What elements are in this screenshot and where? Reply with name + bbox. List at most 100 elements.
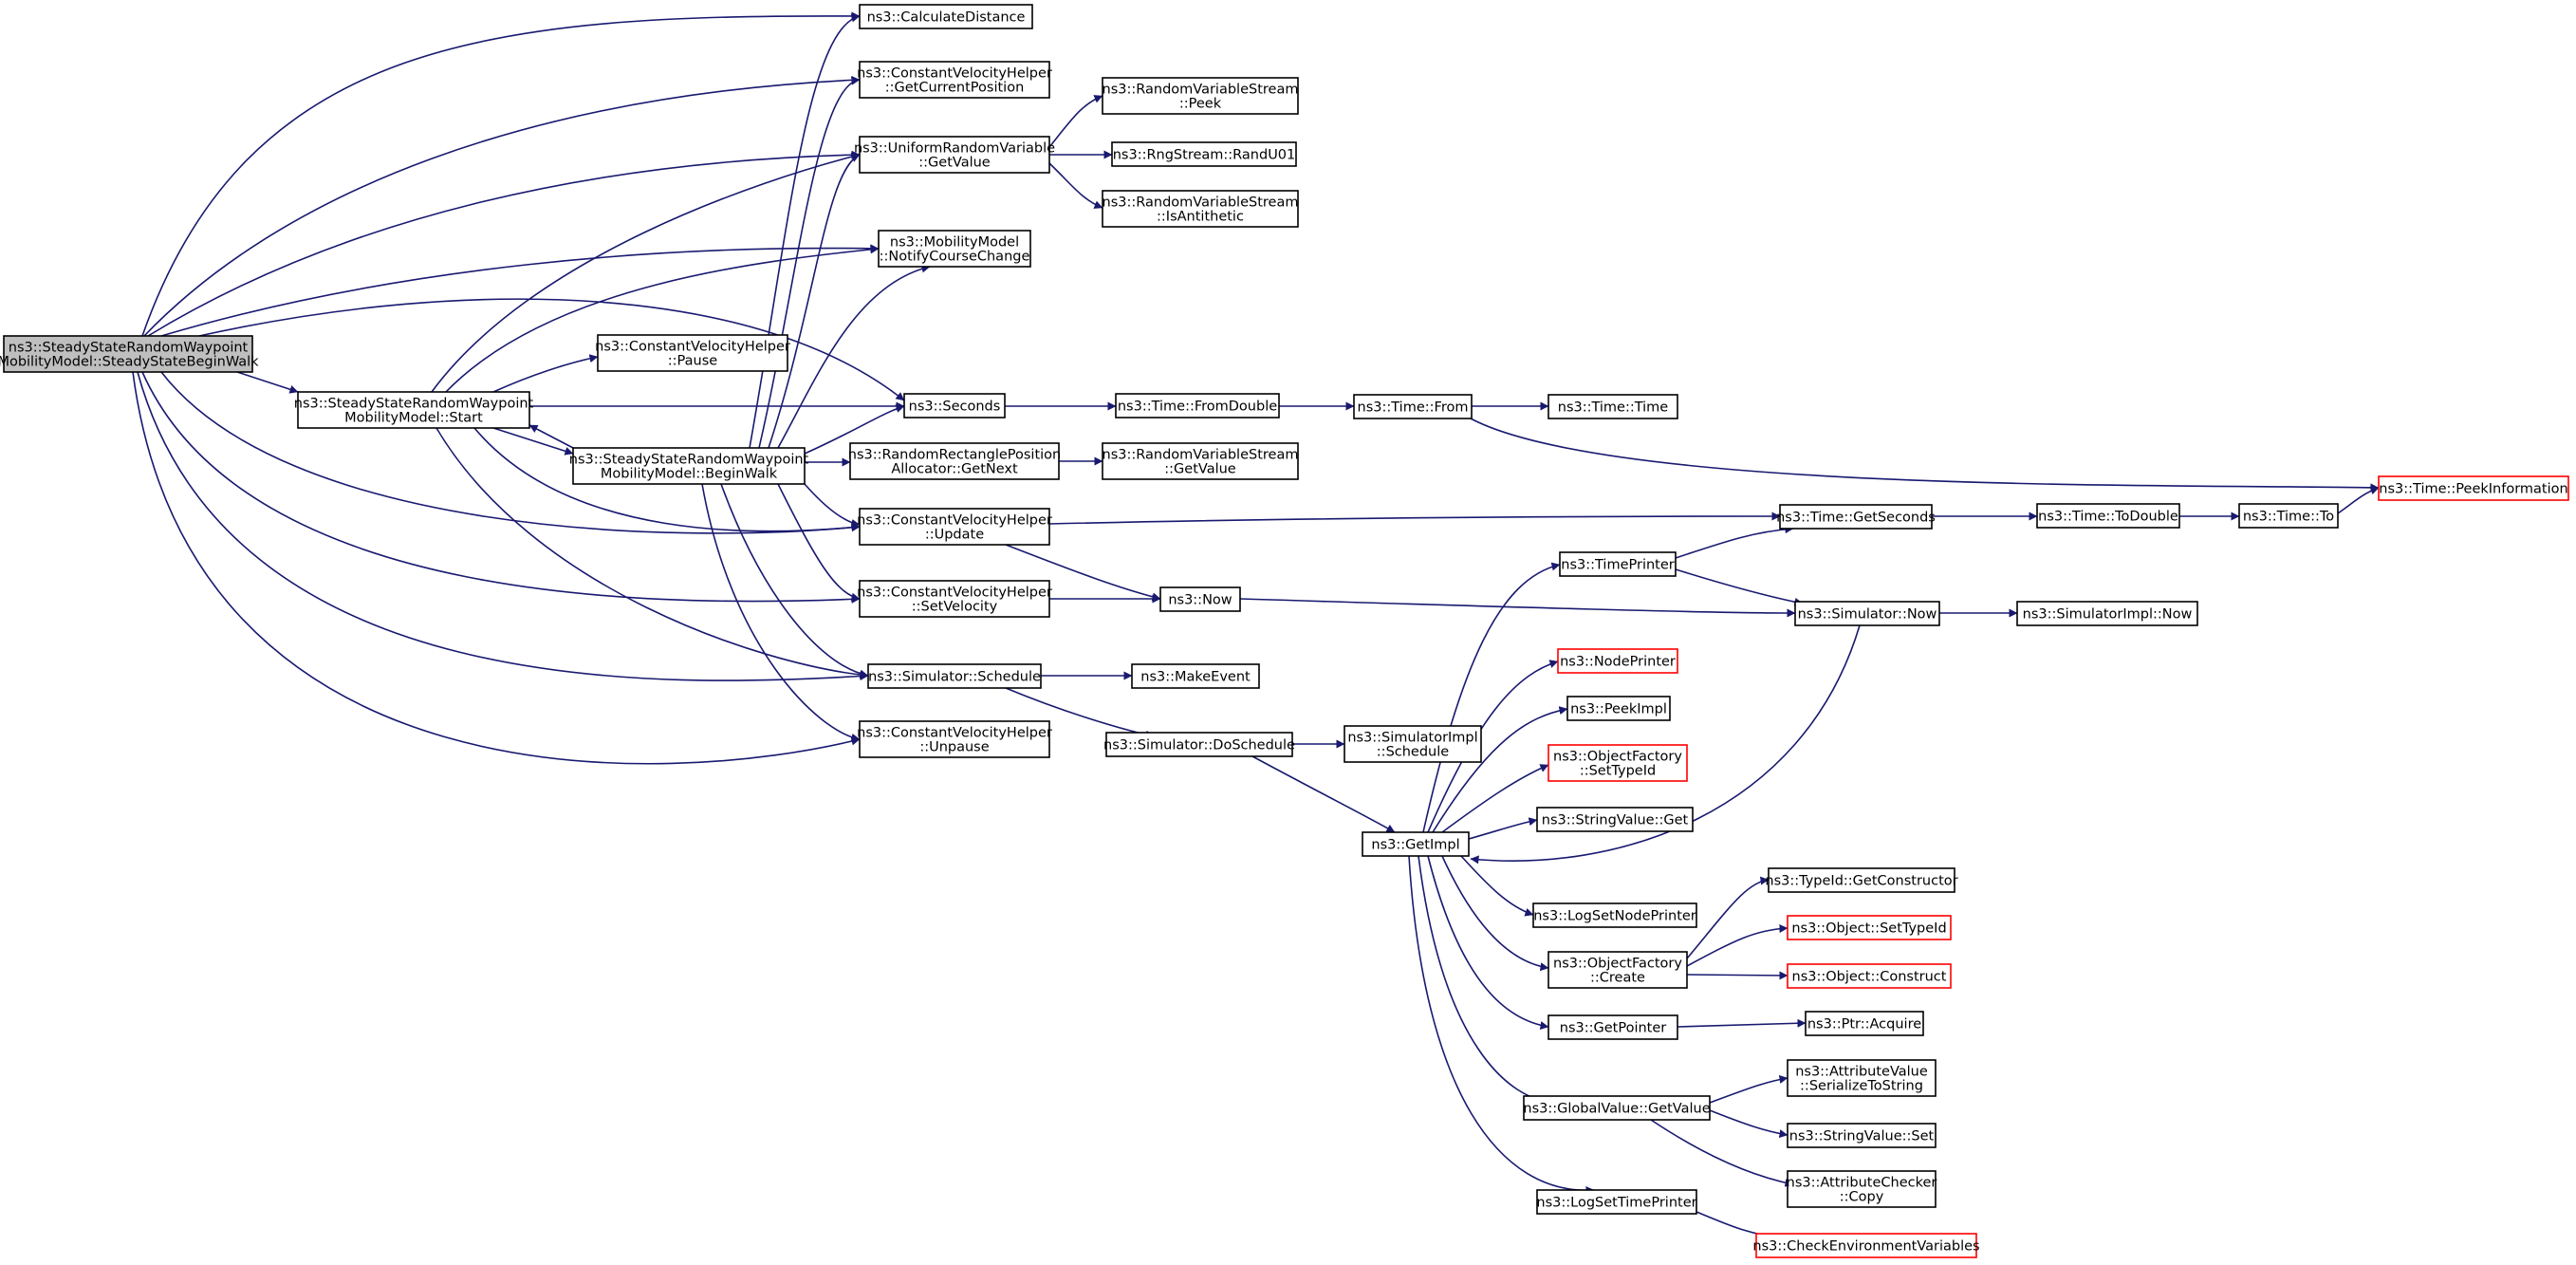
edge-line [473, 427, 861, 532]
node-ac-copy[interactable]: ns3::AttributeChecker::Copy [1787, 1170, 1937, 1208]
node-of-create[interactable]: ns3::ObjectFactory::Create [1547, 951, 1688, 989]
node-rvs-isanti[interactable]: ns3::RandomVariableStream::IsAntithetic [1102, 190, 1299, 228]
node-start[interactable]: ns3::SteadyStateRandomWaypointMobilityMo… [294, 391, 534, 429]
node-time-fromdouble[interactable]: ns3::Time::FromDouble [1115, 393, 1280, 419]
edge-line [1422, 562, 1561, 833]
edge-line [1048, 512, 1781, 525]
node-peekimpl[interactable]: ns3::PeekImpl [1566, 696, 1671, 721]
node-box [2016, 601, 2198, 626]
node-sim-schedule[interactable]: ns3::Simulator::Schedule [867, 663, 1042, 689]
edge-beginwalk-to-start [528, 424, 574, 449]
node-box [2036, 503, 2180, 529]
edge-root-to-calcdist [141, 11, 861, 337]
node-box [1547, 744, 1688, 782]
node-cvh-setvel[interactable]: ns3::ConstantVelocityHelper::SetVelocity [857, 580, 1052, 618]
node-rvs-peek[interactable]: ns3::RandomVariableStream::Peek [1102, 77, 1299, 115]
node-label-line: ns3::AttributeChecker [1787, 1176, 1937, 1191]
edge-line [804, 404, 905, 455]
node-label-line: ns3::ConstantVelocityHelper [857, 513, 1052, 529]
edge-layer [132, 11, 2380, 1242]
node-sv-set[interactable]: ns3::StringValue::Set [1787, 1123, 1937, 1148]
node-calcdist[interactable]: ns3::CalculateDistance [859, 4, 1033, 29]
node-makeevent[interactable]: ns3::MakeEvent [1131, 663, 1260, 689]
node-box [1115, 393, 1280, 419]
node-time-time[interactable]: ns3::Time::Time [1547, 394, 1678, 419]
node-label-line: ns3::PeekImpl [1570, 702, 1667, 717]
edge-line [1460, 855, 1534, 917]
node-typeid-getctor[interactable]: ns3::TypeId::GetConstructor [1765, 867, 1958, 893]
edge-root-to-cvh_getpos [143, 75, 861, 337]
node-label-line: ns3::AttributeValue [1795, 1065, 1928, 1080]
edge-root-to-mm_notify [160, 244, 880, 337]
node-seconds[interactable]: ns3::Seconds [903, 393, 1006, 419]
node-root[interactable]: ns3::SteadyStateRandomWaypointMobilityMo… [0, 335, 259, 373]
node-now[interactable]: ns3::Now [1159, 586, 1241, 612]
edge-beginwalk-to-sim_schedule [720, 483, 869, 679]
node-rvs-getvalue[interactable]: ns3::RandomVariableStream::GetValue [1102, 442, 1299, 480]
node-timeprinter[interactable]: ns3::TimePrinter [1559, 551, 1677, 577]
node-time-to[interactable]: ns3::Time::To [2238, 503, 2339, 529]
node-peekinfo[interactable]: ns3::Time::PeekInformation [2378, 475, 2569, 501]
edge-line [1441, 855, 1549, 972]
node-gv-getvalue[interactable]: ns3::GlobalValue::GetValue [1523, 1095, 1711, 1121]
node-logsetnodeprinter[interactable]: ns3::LogSetNodePrinter [1532, 902, 1697, 928]
node-simimpl-schedule[interactable]: ns3::SimulatorImpl::Schedule [1344, 725, 1482, 763]
node-label-line: ::Unpause [919, 740, 989, 755]
node-label-line: ns3::Seconds [909, 400, 1001, 415]
node-getimpl[interactable]: ns3::GetImpl [1362, 831, 1470, 857]
node-mm-notify[interactable]: ns3::MobilityModel::NotifyCourseChange [878, 230, 1031, 268]
node-simimpl-now[interactable]: ns3::SimulatorImpl::Now [2016, 601, 2198, 626]
node-av-serialize[interactable]: ns3::AttributeValue::SerializeToString [1787, 1059, 1937, 1097]
node-logsettimeprinter[interactable]: ns3::LogSetTimePrinter [1536, 1189, 1697, 1215]
node-cvh-unpause[interactable]: ns3::ConstantVelocityHelper::Unpause [857, 720, 1052, 758]
node-rrpa-getnext[interactable]: ns3::RandomRectanglePositionAllocator::G… [848, 442, 1061, 480]
node-time-getseconds[interactable]: ns3::Time::GetSeconds [1776, 504, 1936, 530]
node-time-todouble[interactable]: ns3::Time::ToDouble [2036, 503, 2180, 529]
node-getpointer[interactable]: ns3::GetPointer [1547, 1014, 1678, 1040]
edge-urv_getvalue-to-rvs_peek [1048, 95, 1103, 148]
edge-line [804, 483, 861, 528]
edge-line [198, 298, 905, 401]
node-cvh-getpos[interactable]: ns3::ConstantVelocityHelper::GetCurrentP… [857, 61, 1052, 99]
node-time-from[interactable]: ns3::Time::From [1353, 394, 1473, 419]
edge-root-to-sim_schedule [137, 371, 869, 681]
node-label-line: ns3::ConstantVelocityHelper [595, 340, 790, 355]
node-label-line: ns3::Simulator::Now [1798, 607, 1937, 623]
edge-line [777, 264, 931, 449]
node-checkenv[interactable]: ns3::CheckEnvironmentVariables [1752, 1233, 1980, 1258]
edge-line [143, 75, 861, 337]
node-label-line: ns3::RandomVariableStream [1103, 448, 1299, 463]
node-urv-getvalue[interactable]: ns3::UniformRandomVariable::GetValue [854, 136, 1055, 174]
node-sv-get[interactable]: ns3::StringValue::Get [1536, 807, 1694, 832]
edge-line [1441, 764, 1549, 833]
node-beginwalk[interactable]: ns3::SteadyStateRandomWaypointMobilityMo… [569, 447, 809, 485]
node-label-line: Allocator::GetNext [891, 462, 1018, 477]
node-cvh-pause[interactable]: ns3::ConstantVelocityHelper::Pause [595, 334, 790, 372]
node-box [1159, 586, 1241, 612]
node-nodeprinter[interactable]: ns3::NodePrinter [1557, 648, 1678, 674]
node-cvh-update[interactable]: ns3::ConstantVelocityHelper::Update [857, 508, 1052, 546]
node-label-line: ns3::StringValue::Get [1542, 813, 1689, 828]
node-box [572, 447, 806, 485]
edge-line [1686, 971, 1788, 980]
node-label-line: ns3::LogSetTimePrinter [1536, 1196, 1696, 1211]
node-ptr-acquire[interactable]: ns3::Ptr::Acquire [1805, 1011, 1924, 1036]
node-obj-construct[interactable]: ns3::Object::Construct [1787, 963, 1952, 989]
edge-getimpl-to-sv_get [1468, 817, 1538, 840]
node-box [1536, 1189, 1697, 1215]
edge-line [137, 371, 869, 681]
edge-time_to-to-peekinfo [2337, 486, 2380, 514]
node-obj-settypeid[interactable]: ns3::Object::SetTypeId [1787, 915, 1952, 940]
node-box [1547, 951, 1688, 989]
edge-line [1048, 95, 1103, 148]
edge-timeprinter-to-time_getseconds [1675, 525, 1794, 559]
node-sim-now[interactable]: ns3::Simulator::Now [1794, 601, 1940, 626]
edge-line [1686, 924, 1788, 967]
edge-getimpl-to-logsetnodeprinter [1460, 855, 1534, 917]
node-box [1547, 394, 1678, 419]
edge-line [1470, 624, 1861, 865]
node-sim-doschedule[interactable]: ns3::Simulator::DoSchedule [1103, 732, 1295, 757]
node-rng-randu01[interactable]: ns3::RngStream::RandU01 [1111, 141, 1297, 167]
node-of-settypeid[interactable]: ns3::ObjectFactory::SetTypeId [1547, 744, 1688, 782]
node-box [849, 442, 1060, 480]
